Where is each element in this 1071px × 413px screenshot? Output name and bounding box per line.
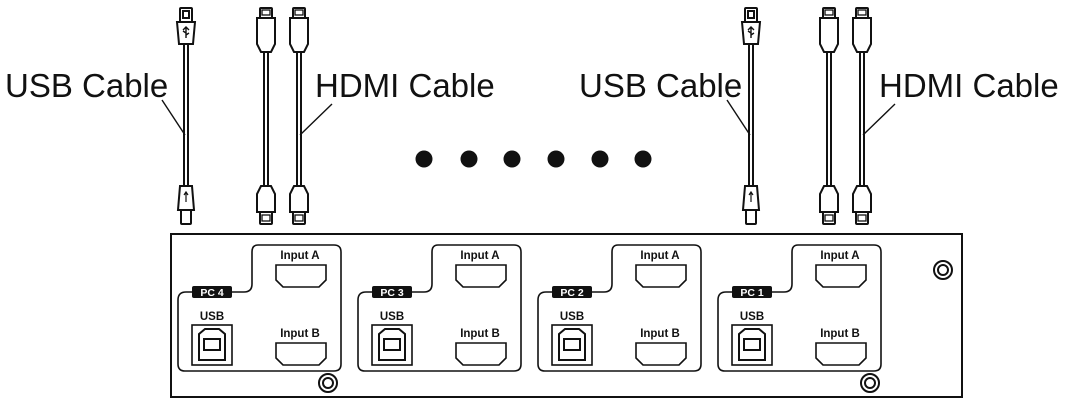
- input-b-label: Input B: [280, 328, 320, 340]
- port-group-pc-3: PC 3 Input A Input B USB: [357, 244, 522, 372]
- hdmi-port-input-a[interactable]: [455, 264, 507, 288]
- callout-usb-cable-left: USB Cable: [5, 67, 168, 104]
- hdmi-cable-right-a: [819, 7, 839, 225]
- input-b-label: Input B: [820, 328, 860, 340]
- port-group-pc-1: PC 1 Input A Input B USB: [717, 244, 882, 372]
- input-a-label: Input A: [280, 250, 319, 262]
- usb-b-port[interactable]: [551, 324, 593, 366]
- usb-b-port[interactable]: [191, 324, 233, 366]
- ellipsis-dot: [460, 150, 478, 168]
- ellipsis-dots: [415, 150, 652, 168]
- hdmi-port-input-b[interactable]: [275, 342, 327, 366]
- pc-label: PC 1: [740, 287, 764, 299]
- usb-label: USB: [560, 311, 584, 323]
- pc-tag: [372, 286, 412, 298]
- ellipsis-dot: [415, 150, 433, 168]
- port-group-pc-4: PC 4 Input A Input B USB: [177, 244, 342, 372]
- input-a-label: Input A: [460, 250, 499, 262]
- callout-hdmi-cable-left: HDMI Cable: [315, 67, 495, 104]
- hdmi-port-input-a[interactable]: [275, 264, 327, 288]
- pc-label: PC 2: [560, 287, 584, 299]
- pc-tag: [732, 286, 772, 298]
- port-group-pc-2: PC 2 Input A Input B USB: [537, 244, 702, 372]
- usb-cable-right: [741, 7, 761, 225]
- input-b-label: Input B: [460, 328, 500, 340]
- callout-leaders: [161, 99, 896, 136]
- input-b-label: Input B: [640, 328, 680, 340]
- ellipsis-dot: [591, 150, 609, 168]
- hdmi-port-input-b[interactable]: [635, 342, 687, 366]
- hdmi-cable-right-b: [852, 7, 872, 225]
- input-a-label: Input A: [820, 250, 859, 262]
- usb-label: USB: [380, 311, 404, 323]
- ellipsis-dot: [547, 150, 565, 168]
- pc-tag: [192, 286, 232, 298]
- hdmi-port-input-b[interactable]: [455, 342, 507, 366]
- hdmi-port-input-a[interactable]: [815, 264, 867, 288]
- hdmi-cable-left-b: [289, 7, 309, 225]
- screw: [933, 260, 953, 280]
- usb-cable-left: [176, 7, 196, 225]
- ellipsis-dot: [634, 150, 652, 168]
- screw: [318, 373, 338, 393]
- usb-b-port[interactable]: [371, 324, 413, 366]
- hdmi-port-input-a[interactable]: [635, 264, 687, 288]
- pc-tag: [552, 286, 592, 298]
- callout-usb-cable-right: USB Cable: [579, 67, 742, 104]
- pc-label: PC 3: [380, 287, 404, 299]
- ellipsis-dot: [503, 150, 521, 168]
- hdmi-cable-left-a: [256, 7, 276, 225]
- usb-label: USB: [200, 311, 224, 323]
- callout-hdmi-cable-right: HDMI Cable: [879, 67, 1059, 104]
- input-a-label: Input A: [640, 250, 679, 262]
- screw: [860, 373, 880, 393]
- usb-b-port[interactable]: [731, 324, 773, 366]
- hdmi-port-input-b[interactable]: [815, 342, 867, 366]
- pc-label: PC 4: [200, 287, 224, 299]
- usb-label: USB: [740, 311, 764, 323]
